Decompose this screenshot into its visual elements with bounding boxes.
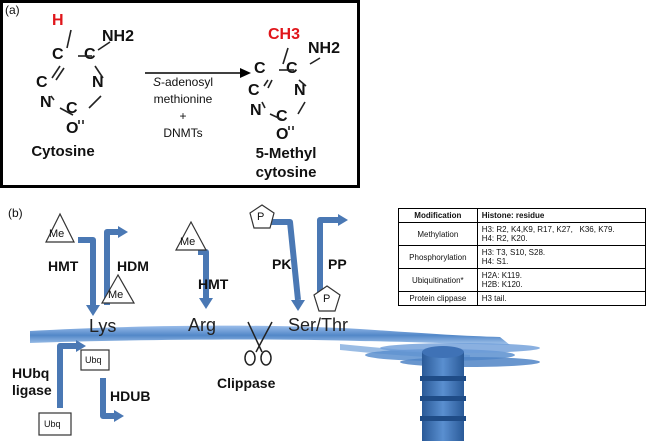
methyl-c5: C <box>254 60 266 77</box>
me-label-3: Me <box>180 236 196 248</box>
modification-table: Modification Histone: residue Methylatio… <box>398 208 647 306</box>
enzyme-pk: PK <box>272 256 292 272</box>
methylcytosine-name: 5-Methyl cytosine <box>236 144 336 182</box>
p-pentagon-1 <box>249 204 275 229</box>
reagent-line2: methionine <box>153 92 213 106</box>
residue-arg: Arg <box>188 315 217 335</box>
table-cell-mod: Phosphorylation <box>398 245 478 269</box>
cytosine-c4: C <box>84 46 96 63</box>
methyl-name-line2: cytosine <box>255 164 317 181</box>
cytosine-h: H <box>52 12 64 29</box>
me-label-2: Me <box>108 289 124 301</box>
me-triangle-2 <box>100 273 136 304</box>
cytosine-c5: C <box>52 46 64 63</box>
enzyme-hubq-ligase: HUbq ligase <box>12 365 52 399</box>
table-cell-mod: Methylation <box>398 222 478 246</box>
table-cell-residue: H2A: K119. H2B: K120. <box>476 268 647 292</box>
residue-line: H3 tail. <box>481 294 507 303</box>
table-header-row: Modification Histone: residue <box>398 208 647 223</box>
p-label-1: P <box>257 211 265 223</box>
table-cell-residue: H3: T3, S10, S28. H4: S1. <box>476 245 647 269</box>
residue-line: H2B: K120. <box>481 280 523 289</box>
residue-line: H4: S1. <box>481 257 509 266</box>
reagent-line3: DNMTs <box>163 126 203 140</box>
residue-line: H3: T3, S10, S28. <box>481 248 546 257</box>
methyl-o: O <box>276 126 289 143</box>
reaction-arrowhead <box>240 68 251 78</box>
arrows-group <box>57 217 338 419</box>
enzyme-hdub: HDUB <box>110 388 151 404</box>
table-cell-residue: H3 tail. <box>476 291 647 306</box>
enzyme-pp: PP <box>328 256 347 272</box>
enzyme-clippase: Clippase <box>217 375 276 391</box>
table-row: Methylation H3: R2, K4,K9, R17, K27, K36… <box>398 222 647 246</box>
reagent-line1: -adenosyl <box>160 75 214 89</box>
methyl-c4: C <box>286 60 298 77</box>
table-cell-residue: H3: R2, K4,K9, R17, K27, K36, K79. H4: R… <box>476 222 647 246</box>
nucleosome-barrel-bands <box>420 376 466 421</box>
reagent-text: S-adenosyl methionine + DNMTs <box>133 74 233 142</box>
table-header-residue: Histone: residue <box>476 208 647 223</box>
residue-lys: Lys <box>89 316 117 336</box>
me-triangle-1 <box>45 212 75 243</box>
ubq-box-2 <box>38 412 72 436</box>
enzyme-hdm: HDM <box>117 258 149 274</box>
residue-line: H4: R2, K20. <box>481 234 528 243</box>
histone-tail-strand <box>30 325 510 345</box>
table-row: Ubiquitination* H2A: K119. H2B: K120. <box>398 268 647 292</box>
cytosine-o: O <box>66 120 79 137</box>
table-cell-mod: Ubiquitination* <box>398 268 478 292</box>
ubq-label-2: Ubq <box>44 419 61 429</box>
ubq-label-1: Ubq <box>85 355 102 365</box>
p-pentagon-2 <box>313 285 341 312</box>
panel-b-label: (b) <box>8 206 23 220</box>
arrowheads-group <box>76 214 348 422</box>
methyl-c6: C <box>248 82 260 99</box>
cytosine-name: Cytosine <box>31 143 95 160</box>
hubq-line2: ligase <box>12 382 52 398</box>
panel-a-label: (a) <box>5 3 20 17</box>
panel-a-box: (a) H NH2 C C C N N C O Cytosine S-adeno… <box>0 0 360 188</box>
hubq-line1: HUbq <box>12 365 50 381</box>
nucleosome-disc-3 <box>400 357 540 367</box>
me-label-1: Me <box>49 228 65 240</box>
methyl-c2: C <box>276 108 288 125</box>
cytosine-c2: C <box>66 100 78 117</box>
residue-line: H3: R2, K4,K9, R17, K27, K36, K79. <box>481 225 615 234</box>
reagent-plus: + <box>179 109 187 123</box>
residue-ser-thr: Ser/Thr <box>288 315 349 335</box>
nucleosome-barrel-top <box>422 346 464 358</box>
p-label-2: P <box>323 293 331 305</box>
cytosine-nh2: NH2 <box>102 28 135 45</box>
cytosine-c6: C <box>36 74 48 91</box>
table-cell-mod: Protein clippase <box>398 291 478 306</box>
nucleosome-disc-2 <box>380 343 540 353</box>
methyl-n1: N <box>250 102 262 119</box>
cytosine-n1: N <box>40 94 52 111</box>
methyl-ch3: CH3 <box>268 26 301 43</box>
cytosine-n3: N <box>92 74 104 91</box>
residue-line: H2A: K119. <box>481 271 523 280</box>
table-header-modification: Modification <box>398 208 478 223</box>
enzyme-hmt-2: HMT <box>198 276 229 292</box>
reagent-s-prefix: S <box>152 75 161 89</box>
table-row: Protein clippase H3 tail. <box>398 291 647 306</box>
methyl-name-line1: 5-Methyl <box>255 145 317 162</box>
methyl-nh2: NH2 <box>308 40 341 57</box>
methyl-n3: N <box>294 82 306 99</box>
ubq-box-1 <box>80 349 110 371</box>
scissors-icon <box>244 321 273 366</box>
me-triangle-3 <box>174 220 208 251</box>
enzyme-hmt-1: HMT <box>48 258 79 274</box>
table-row: Phosphorylation H3: T3, S10, S28. H4: S1… <box>398 245 647 269</box>
